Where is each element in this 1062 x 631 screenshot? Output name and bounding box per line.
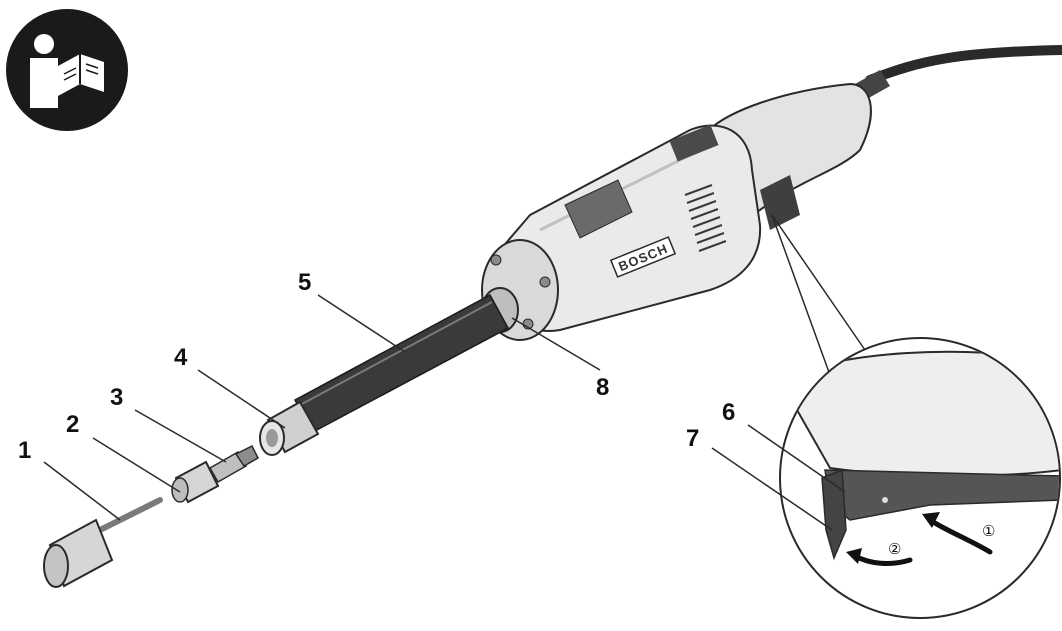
switch-detail-view: ① ② xyxy=(779,337,1061,619)
callout-5: 5 xyxy=(298,269,311,296)
read-manual-icon xyxy=(6,9,128,131)
callout-2: 2 xyxy=(66,411,79,438)
collet xyxy=(208,444,259,484)
callout-6: 6 xyxy=(722,399,735,426)
step-2-label: ② xyxy=(888,541,901,558)
clamping-nut xyxy=(171,460,220,504)
extension-shaft xyxy=(259,293,510,456)
callout-3: 3 xyxy=(110,384,123,411)
motor-housing: BOSCH xyxy=(499,124,762,332)
callout-7: 7 xyxy=(686,425,699,452)
detail-zoom-lines xyxy=(771,214,866,376)
step-1-label: ① xyxy=(982,523,995,540)
rating-plate xyxy=(564,179,633,239)
grinding-point xyxy=(43,497,163,588)
callout-4: 4 xyxy=(174,344,188,371)
leader-lines xyxy=(43,294,846,531)
power-cord xyxy=(865,45,1062,85)
switch-lock-tip xyxy=(821,468,847,561)
ventilation-slots xyxy=(684,184,727,252)
top-switch xyxy=(669,124,719,162)
callout-8: 8 xyxy=(596,374,609,401)
callout-1: 1 xyxy=(18,437,31,464)
